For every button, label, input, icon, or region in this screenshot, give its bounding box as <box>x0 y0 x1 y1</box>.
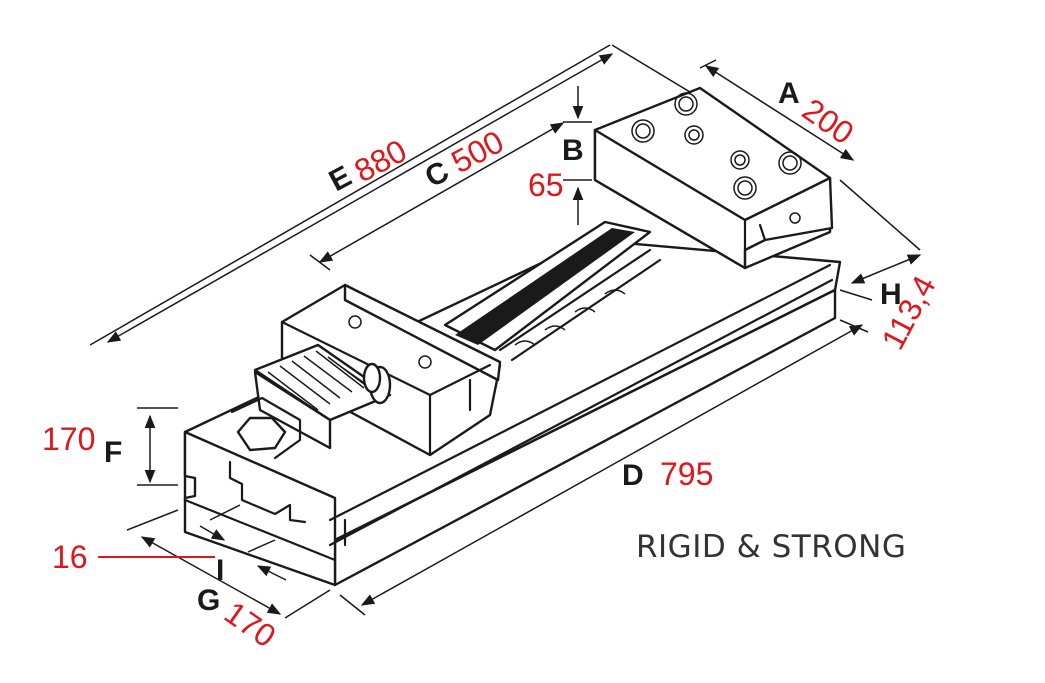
label-h: H <box>880 278 902 311</box>
value-c: 500 <box>445 123 509 180</box>
value-e: 880 <box>348 132 412 189</box>
value-b: 65 <box>528 167 564 203</box>
value-d: 795 <box>660 456 713 492</box>
value-i: 16 <box>52 539 88 575</box>
value-f: 170 <box>42 421 95 457</box>
label-b: B <box>562 134 584 167</box>
tagline: RIGID & STRONG <box>636 529 906 565</box>
label-d: D <box>622 459 644 492</box>
label-i: I <box>216 554 224 587</box>
value-a: 200 <box>796 91 860 151</box>
label-a: A <box>778 77 800 110</box>
label-f: F <box>104 436 122 469</box>
vise-body <box>183 86 842 587</box>
label-g: G <box>197 584 220 617</box>
dimension-lines <box>89 44 922 619</box>
value-g: 170 <box>218 594 282 654</box>
